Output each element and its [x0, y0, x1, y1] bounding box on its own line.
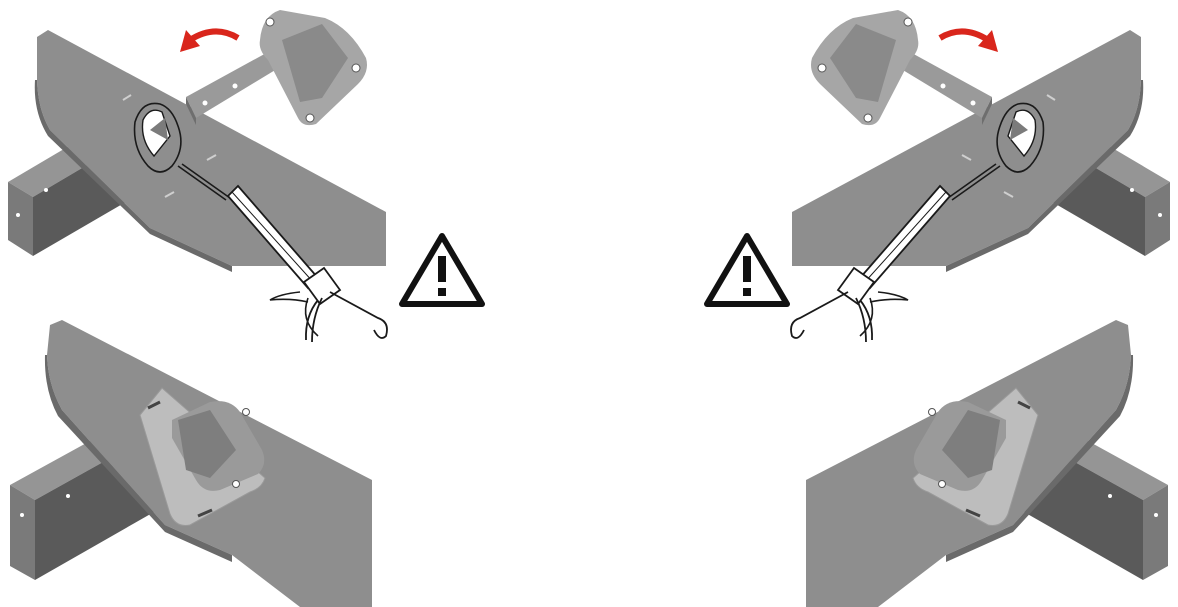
rotate-arrow-icon — [940, 30, 998, 52]
panel-top-right — [791, 10, 1170, 342]
panel-bottom-left — [10, 320, 372, 607]
panel-top-left — [8, 10, 387, 342]
warning-icon — [707, 236, 787, 304]
rotate-arrow-icon — [180, 30, 238, 52]
bracket-plate-icon — [811, 10, 992, 125]
warning-icon — [402, 236, 482, 304]
panel-bottom-right — [806, 320, 1168, 607]
bracket-plate-icon — [186, 10, 367, 125]
